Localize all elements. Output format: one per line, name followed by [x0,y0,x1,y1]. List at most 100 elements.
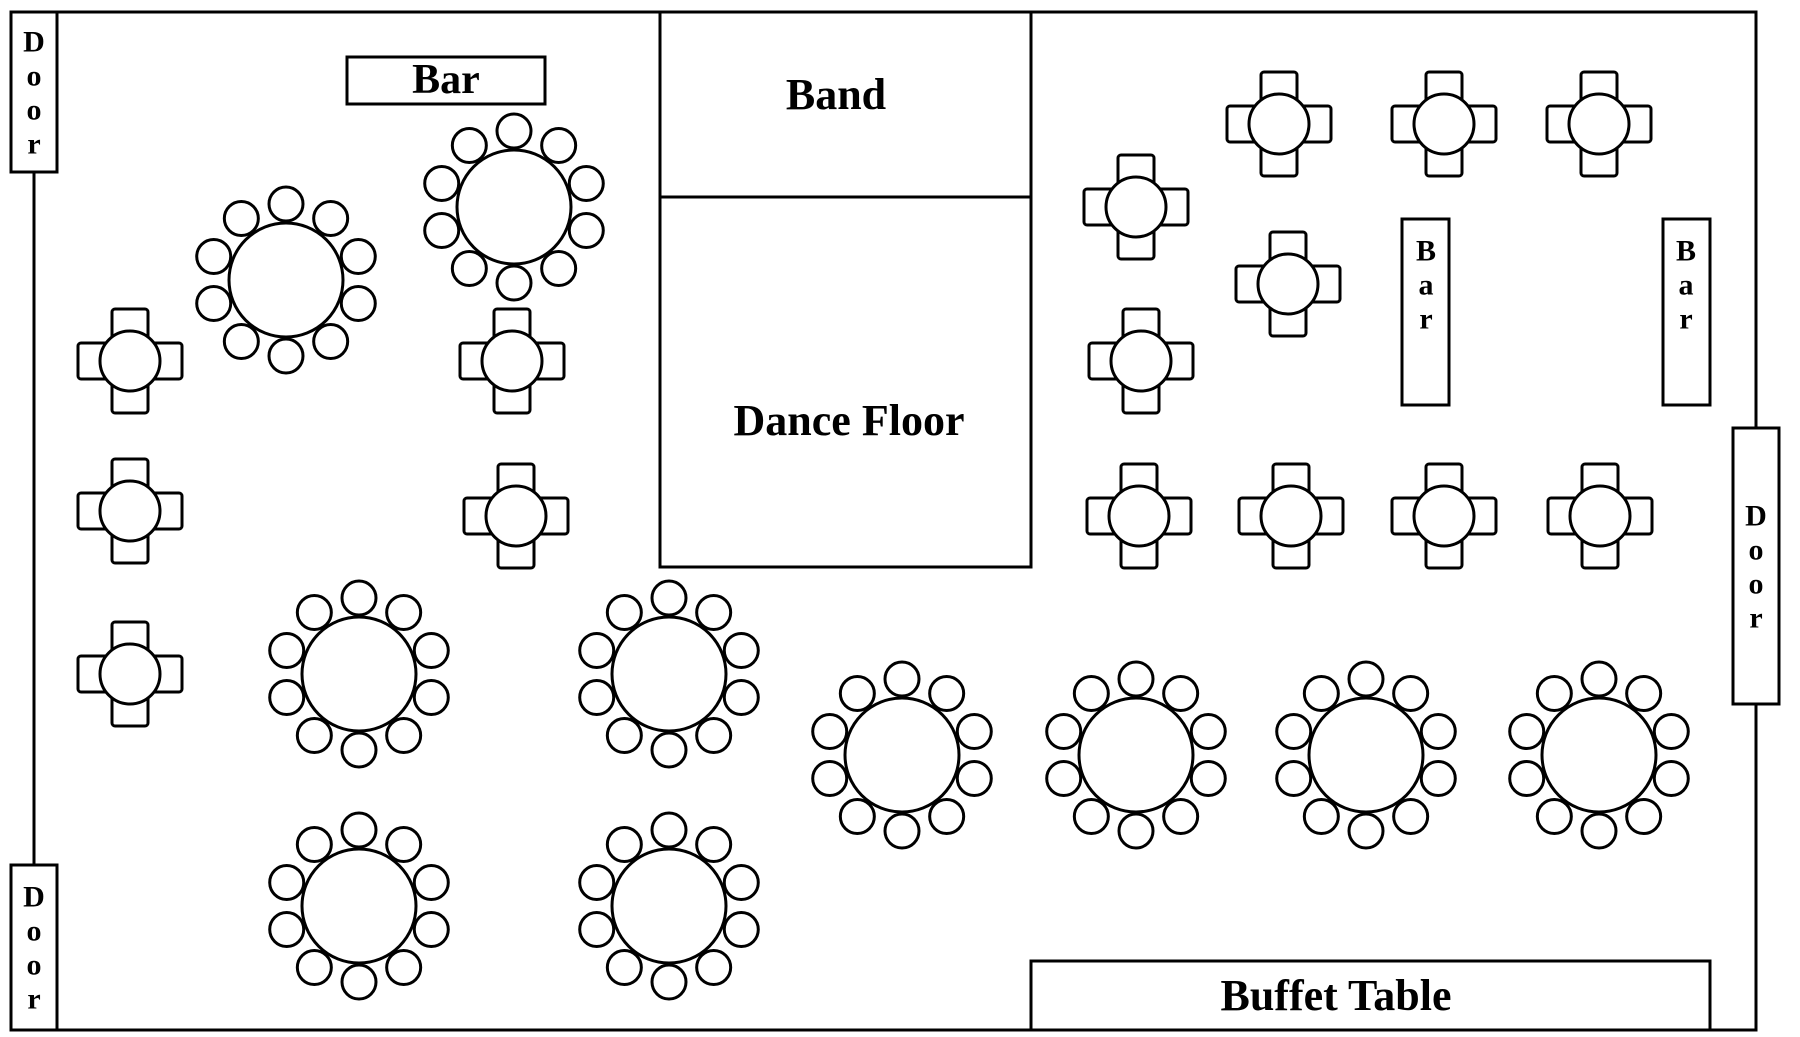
chair [385,594,423,632]
table-top [610,615,728,733]
cocktail-table[interactable] [1390,70,1498,178]
round-table[interactable] [1045,660,1227,850]
chair [1275,759,1313,797]
chair [1580,660,1618,698]
cocktail-table[interactable] [1545,70,1653,178]
chair [268,864,306,902]
chair [385,716,423,754]
chair [722,864,760,902]
chair [838,675,876,713]
table-top [1412,92,1476,156]
chair [195,238,233,276]
cocktail-table[interactable] [1225,70,1333,178]
bar-top-label: Bar [412,57,480,103]
table-top [1247,92,1311,156]
chair [605,716,643,754]
chair [450,127,488,165]
chair [1508,759,1546,797]
chair [722,632,760,670]
chair [1117,812,1155,850]
chair [412,910,450,948]
chair [1162,675,1200,713]
chair [605,594,643,632]
chair [722,678,760,716]
chair [955,759,993,797]
chair [1117,660,1155,698]
chair [928,797,966,835]
chair [605,948,643,986]
chair [695,826,733,864]
cocktail-table[interactable] [1390,462,1498,570]
chair [540,127,578,165]
table-top [1568,484,1632,548]
cocktail-table[interactable] [1237,462,1345,570]
chair [312,200,350,238]
chair [540,249,578,287]
cocktail-table[interactable] [1085,462,1193,570]
chair [340,731,378,769]
chair [385,948,423,986]
table-top [843,696,961,814]
chair [722,910,760,948]
cocktail-table[interactable] [462,462,570,570]
round-table[interactable] [195,185,377,375]
chair [1535,797,1573,835]
chair [268,910,306,948]
chair [1652,759,1690,797]
chair [268,632,306,670]
chair [1392,797,1430,835]
table-top [1540,696,1658,814]
cocktail-table[interactable] [76,620,184,728]
round-table[interactable] [268,579,450,769]
cocktail-table[interactable] [1546,462,1654,570]
cocktail-table[interactable] [1087,307,1195,415]
round-table[interactable] [1508,660,1690,850]
chair [385,826,423,864]
table-top [480,329,544,393]
round-table[interactable] [1275,660,1457,850]
chair [928,675,966,713]
round-table[interactable] [811,660,993,850]
chair [1419,759,1457,797]
chair [650,963,688,1001]
round-table[interactable] [578,811,760,1001]
chair [1652,713,1690,751]
round-table[interactable] [423,112,605,302]
dance-floor-label: Dance Floor [734,396,965,445]
band-label: Band [786,70,886,119]
chair [267,337,305,375]
table-top [1259,484,1323,548]
chair [1419,713,1457,751]
chair [450,249,488,287]
chair [811,759,849,797]
chair [1535,675,1573,713]
table-top [300,615,418,733]
table-top [1567,92,1631,156]
cocktail-tables [76,70,1654,728]
chair [1275,713,1313,751]
table-top [1412,484,1476,548]
round-table[interactable] [268,811,450,1001]
chair [222,322,260,360]
chair [1045,713,1083,751]
cocktail-table[interactable] [76,457,184,565]
chair [578,864,616,902]
cocktail-table[interactable] [1082,153,1190,261]
cocktail-table[interactable] [76,307,184,415]
chair [695,948,733,986]
chair [340,579,378,617]
chair [955,713,993,751]
chair [605,826,643,864]
round-table[interactable] [578,579,760,769]
cocktail-table[interactable] [1234,230,1342,338]
chair [883,812,921,850]
table-top [1307,696,1425,814]
chair [838,797,876,835]
cocktail-table[interactable] [458,307,566,415]
chair [883,660,921,698]
